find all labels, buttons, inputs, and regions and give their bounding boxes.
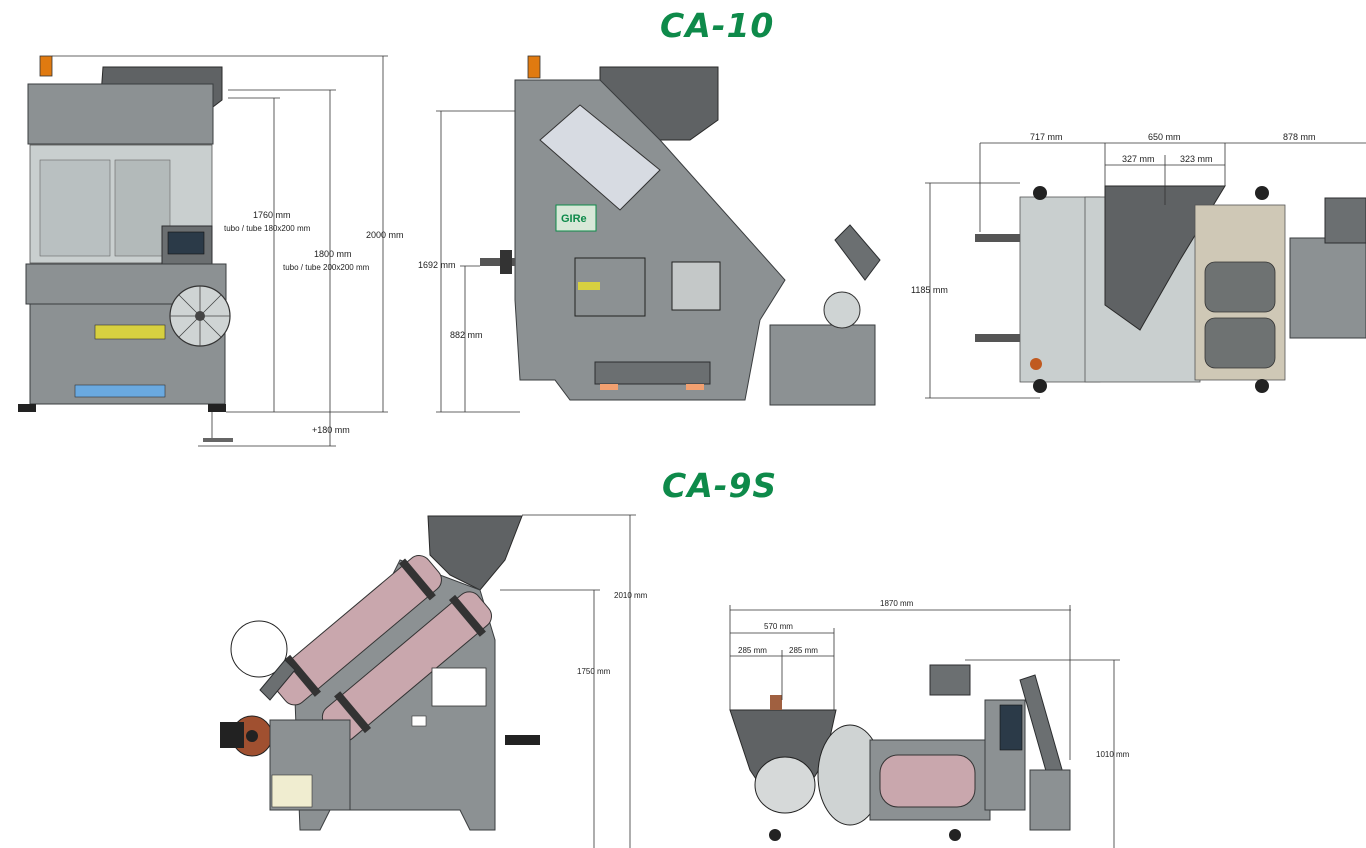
dim-180: +180 mm — [312, 425, 350, 435]
ca10-top-view: 717 mm 650 mm 878 mm 327 mm 323 mm 1185 … — [911, 132, 1366, 399]
ca10-side-view: GIRe 1692 mm 882 mm — [418, 55, 881, 413]
dim-327: 327 mm — [1122, 154, 1155, 164]
dim-1870: 1870 mm — [880, 599, 914, 608]
title-ca9s: CA-9S — [662, 466, 778, 505]
dim-323: 323 mm — [1180, 154, 1213, 164]
ca10-front-view: 1760 mm tubo / tube 180x200 mm 1800 mm t… — [18, 55, 404, 447]
dim-1010: 1010 mm — [1096, 750, 1130, 759]
title-ca10: CA-10 — [660, 6, 775, 45]
ca9s-side-view: 2010 mm 1750 mm — [220, 514, 648, 848]
dim-1800: 1800 mm — [314, 249, 352, 259]
dim-1692: 1692 mm — [418, 260, 456, 270]
dim-570: 570 mm — [764, 622, 793, 631]
dim-2000: 2000 mm — [366, 230, 404, 240]
dim-882: 882 mm — [450, 330, 483, 340]
dim-1750: 1750 mm — [577, 667, 611, 676]
dim-285b: 285 mm — [789, 646, 818, 655]
ca9s-top-view: 1870 mm 570 mm 285 mm 285 mm 1010 mm — [729, 599, 1130, 848]
dim-717: 717 mm — [1030, 132, 1063, 142]
dim-1800-sub: tubo / tube 200x200 mm — [283, 263, 370, 272]
dim-1760: 1760 mm — [253, 210, 291, 220]
dim-2010: 2010 mm — [614, 591, 648, 600]
dim-878: 878 mm — [1283, 132, 1316, 142]
dim-1185: 1185 mm — [911, 285, 948, 295]
logo-gire: GIRe — [561, 213, 587, 225]
dim-1760-sub: tubo / tube 180x200 mm — [224, 224, 311, 233]
dim-650: 650 mm — [1148, 132, 1181, 142]
dim-285a: 285 mm — [738, 646, 767, 655]
